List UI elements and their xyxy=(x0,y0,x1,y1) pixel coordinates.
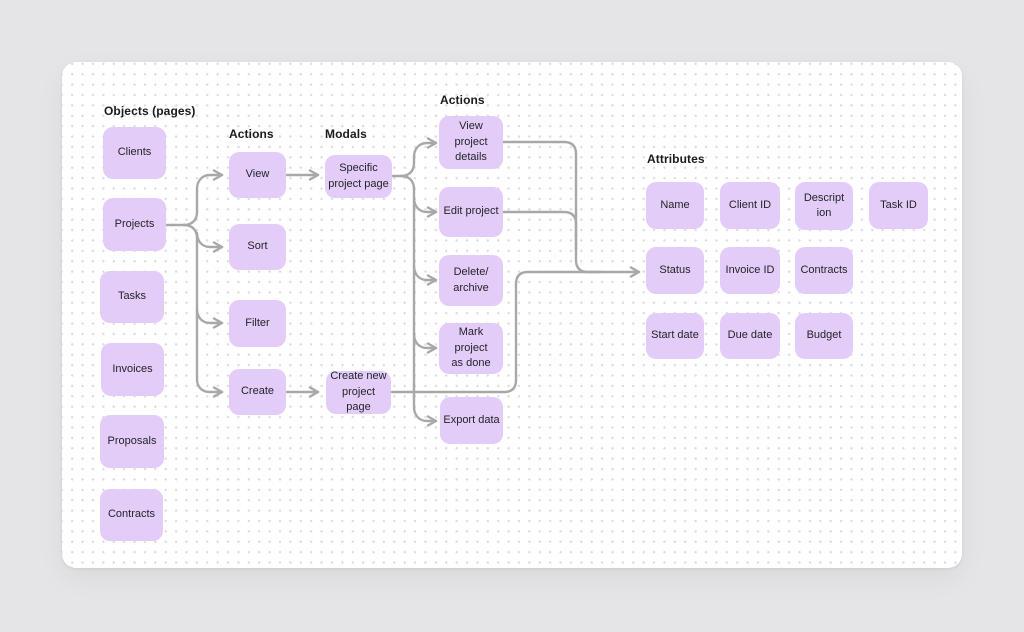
node-clients[interactable]: Clients xyxy=(103,127,166,179)
node-description[interactable]: Descript ion xyxy=(795,182,853,230)
group-label-attributes: Attributes xyxy=(647,152,705,166)
group-label-actions-1: Actions xyxy=(229,127,274,141)
node-view-project-details[interactable]: View project details xyxy=(439,116,503,169)
group-label-objects: Objects (pages) xyxy=(104,104,196,118)
node-due-date[interactable]: Due date xyxy=(720,313,780,359)
node-projects[interactable]: Projects xyxy=(103,198,166,251)
node-contracts-page[interactable]: Contracts xyxy=(100,489,163,541)
node-tasks[interactable]: Tasks xyxy=(100,271,164,323)
group-label-modals: Modals xyxy=(325,127,367,141)
node-mark-project-done[interactable]: Mark project as done xyxy=(439,323,503,374)
node-invoice-id[interactable]: Invoice ID xyxy=(720,247,780,294)
node-invoices[interactable]: Invoices xyxy=(101,343,164,396)
node-specific-project-page[interactable]: Specific project page xyxy=(325,155,392,198)
group-label-actions-2: Actions xyxy=(440,93,485,107)
node-status[interactable]: Status xyxy=(646,247,704,294)
node-view[interactable]: View xyxy=(229,152,286,198)
node-sort[interactable]: Sort xyxy=(229,224,286,270)
node-budget[interactable]: Budget xyxy=(795,313,853,359)
node-export-data[interactable]: Export data xyxy=(440,397,503,444)
node-delete-archive[interactable]: Delete/ archive xyxy=(439,255,503,306)
node-name[interactable]: Name xyxy=(646,182,704,229)
node-filter[interactable]: Filter xyxy=(229,300,286,347)
node-start-date[interactable]: Start date xyxy=(646,313,704,359)
node-create[interactable]: Create xyxy=(229,369,286,415)
node-create-new-project-page[interactable]: Create new project page xyxy=(326,370,391,414)
node-client-id[interactable]: Client ID xyxy=(720,182,780,229)
node-task-id[interactable]: Task ID xyxy=(869,182,928,229)
node-edit-project[interactable]: Edit project xyxy=(439,187,503,237)
node-proposals[interactable]: Proposals xyxy=(100,415,164,468)
node-contracts-attr[interactable]: Contracts xyxy=(795,247,853,294)
